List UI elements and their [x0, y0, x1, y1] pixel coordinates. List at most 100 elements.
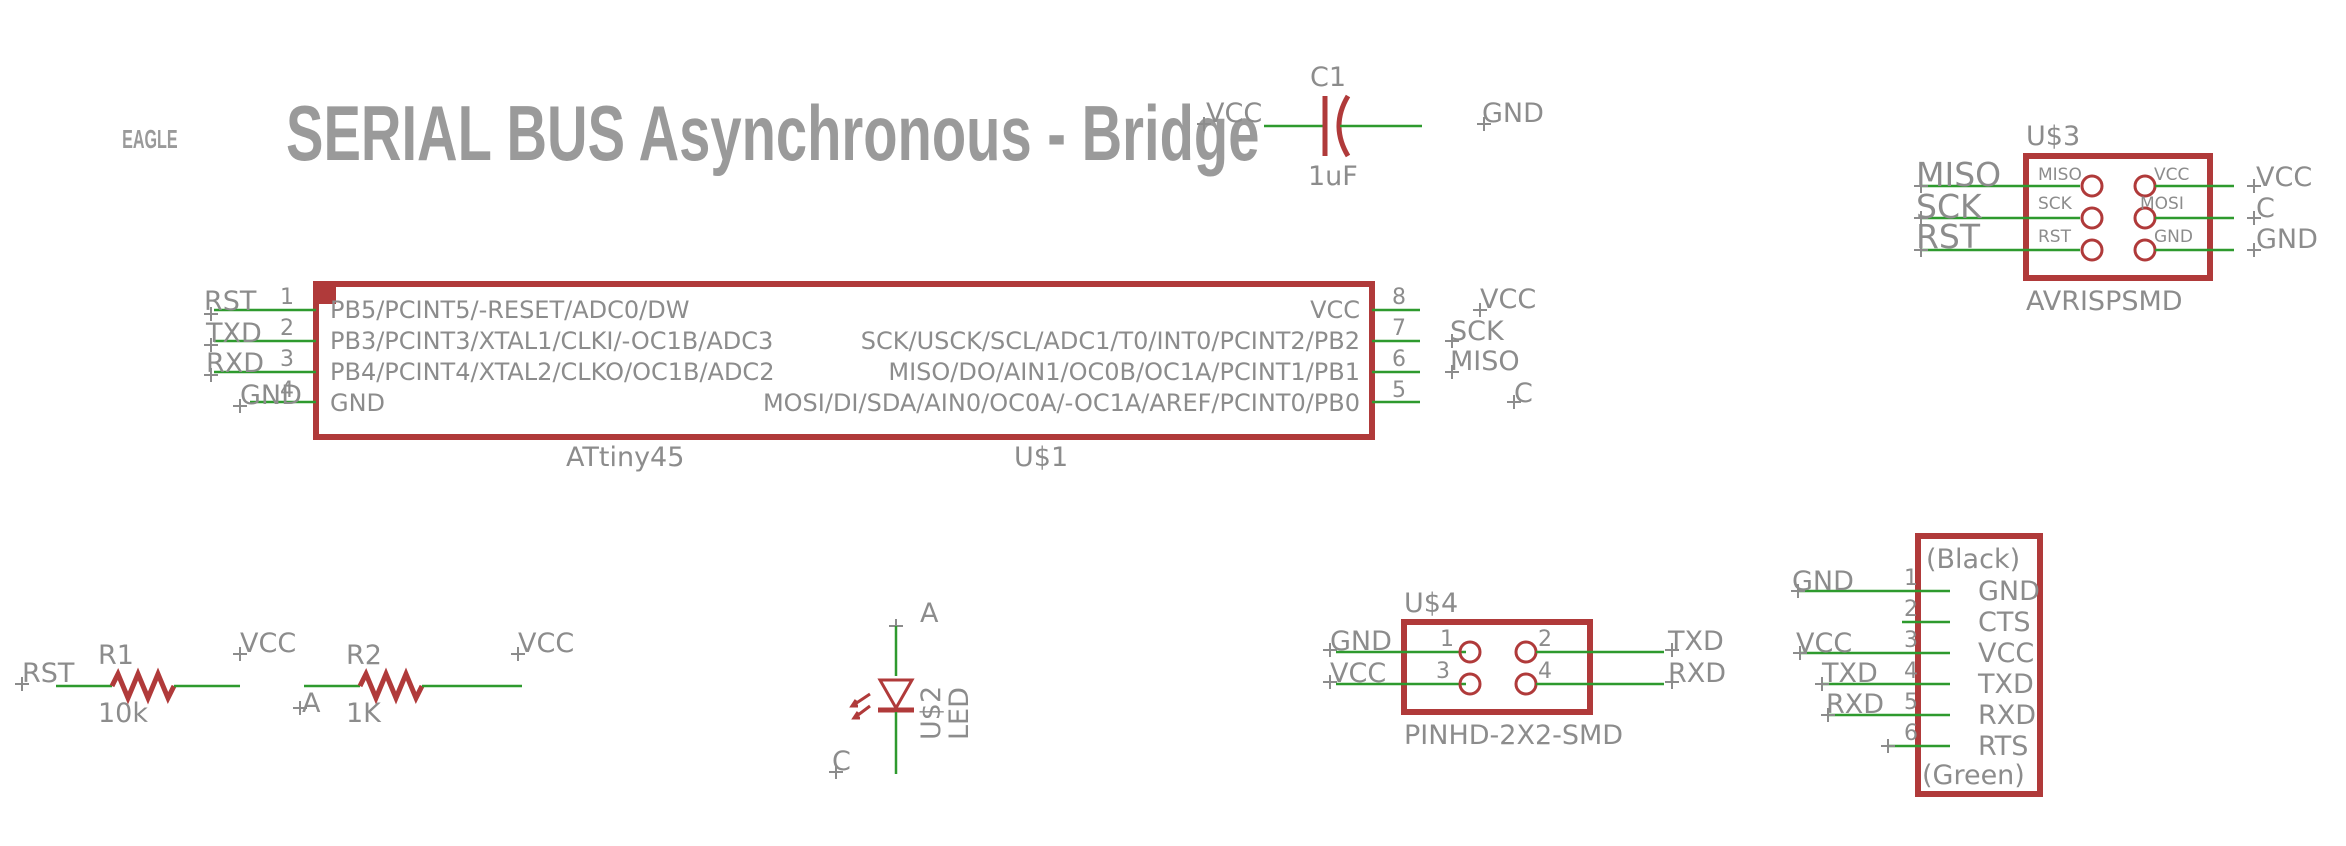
- ftdi-num-2: 2: [1904, 597, 1918, 622]
- u4-name: U$4: [1404, 588, 1458, 619]
- u1-net-vcc: VCC: [1480, 284, 1536, 315]
- attiny45-u1[interactable]: RST TXD RXD GND 1 2 3 4 PB5/PCINT5/-RESE…: [203, 281, 1536, 473]
- ftdi-pins: GND VCC TXD RXD 1 2 3 4 5 6 GND CTS VCC …: [1790, 566, 2040, 762]
- u4-body: [1401, 619, 1593, 715]
- u1-net-rxd: RXD: [206, 348, 264, 379]
- u3-pin-miso: MISO: [2038, 165, 2082, 185]
- u1-right-side: VCC SCK/USCK/SCL/ADC1/T0/INT0/PCINT2/PB2…: [763, 284, 1536, 417]
- u1-pin1-marker: [318, 286, 336, 304]
- u1-net-txd: TXD: [205, 318, 262, 349]
- u1-pin-pb4: PB4/PCINT4/XTAL2/CLKO/OC1B/ADC2: [330, 358, 774, 386]
- ftdi-net-vcc: VCC: [1796, 628, 1852, 659]
- u3-pin-gnd: GND: [2154, 227, 2193, 247]
- u3-net-vcc: VCC: [2256, 162, 2312, 193]
- u3-pin-vcc: VCC: [2154, 165, 2189, 185]
- r1-right-net: VCC: [240, 628, 296, 659]
- capacitor-c1[interactable]: C1 VCC GND 1uF: [1196, 62, 1544, 192]
- ftdi-body: [1915, 533, 2043, 797]
- u1-net-miso: MISO: [1450, 346, 1520, 377]
- u1-num-1: 1: [280, 285, 294, 310]
- resistor-r2[interactable]: R2 A VCC 1K: [292, 628, 574, 729]
- u1-num-3: 3: [280, 347, 294, 372]
- ftdi-top-label: (Black): [1926, 544, 2020, 575]
- u3-net-miso: MISO: [1916, 155, 2001, 194]
- u2-name: U$2: [916, 686, 947, 740]
- r2-left-net: A: [302, 688, 321, 719]
- ftdi-pin-vcc: VCC: [1978, 638, 2034, 669]
- u1-part: ATtiny45: [566, 442, 684, 473]
- ftdi-connector[interactable]: (Black) (Green) GND VCC TXD RXD 1 2 3 4 …: [1790, 533, 2043, 797]
- ftdi-bottom-label: (Green): [1922, 760, 2025, 791]
- eagle-logo: EAGLE: [122, 124, 178, 154]
- u4-pin-4: 4: [1538, 659, 1552, 684]
- ftdi-num-4: 4: [1904, 659, 1918, 684]
- r1-value: 10k: [98, 698, 148, 729]
- u4-pin-1: 1: [1440, 627, 1454, 652]
- u3-pin-rst: RST: [2038, 227, 2072, 247]
- u4-pin-2: 2: [1538, 627, 1552, 652]
- frame-header: EAGLE SERIAL BUS Asynchronous - Bridge: [122, 90, 1259, 177]
- u1-pin-pb5: PB5/PCINT5/-RESET/ADC0/DW: [330, 296, 689, 324]
- ftdi-pin-cts: CTS: [1978, 607, 2030, 638]
- ftdi-pin-txd: TXD: [1977, 669, 2034, 700]
- u1-num-7: 7: [1392, 316, 1406, 341]
- u1-num-2: 2: [280, 316, 294, 341]
- schematic-title: SERIAL BUS Asynchronous - Bridge: [286, 90, 1259, 177]
- u1-pin-pb2: SCK/USCK/SCL/ADC1/T0/INT0/PCINT2/PB2: [861, 327, 1360, 355]
- u1-body: [313, 281, 1375, 440]
- u2-top-net: A: [920, 598, 939, 629]
- c1-left-net: VCC: [1206, 98, 1262, 129]
- u1-num-5: 5: [1392, 378, 1406, 403]
- avrisp-header-u3[interactable]: U$3 MISO SCK RST MISO SCK RST VCC: [1913, 121, 2318, 317]
- u4-pin-3: 3: [1436, 659, 1450, 684]
- u3-right-side: VCC MOSI GND VCC C GND: [2133, 162, 2318, 262]
- r1-left-net: RST: [22, 658, 75, 689]
- ftdi-num-3: 3: [1904, 628, 1918, 653]
- u4-net-txd: TXD: [1667, 626, 1724, 657]
- r2-value: 1K: [346, 698, 382, 729]
- u3-part: AVRISPSMD: [2026, 286, 2183, 317]
- u1-pin-pb3: PB3/PCINT3/XTAL1/CLKI/-OC1B/ADC3: [330, 327, 773, 355]
- u3-pin-mosi: MOSI: [2140, 194, 2184, 214]
- resistor-r1[interactable]: R1 RST VCC 10k: [14, 628, 296, 729]
- c1-name: C1: [1310, 62, 1346, 93]
- u2-bottom-net: C: [832, 746, 851, 777]
- u1-num-6: 6: [1392, 347, 1406, 372]
- ftdi-pin-rxd: RXD: [1978, 700, 2036, 731]
- u3-net-rst: RST: [1916, 217, 1981, 256]
- u2-part: LED: [944, 687, 975, 740]
- u3-pin-sck: SCK: [2038, 194, 2073, 214]
- r2-right-net: VCC: [518, 628, 574, 659]
- u3-net-gnd: GND: [2256, 224, 2318, 255]
- ftdi-net-txd: TXD: [1821, 658, 1878, 689]
- u1-net-sck: SCK: [1450, 316, 1505, 347]
- ftdi-num-1: 1: [1904, 566, 1918, 591]
- u3-name: U$3: [2026, 121, 2080, 152]
- u1-pin-gnd: GND: [330, 389, 385, 417]
- r1-name: R1: [98, 640, 134, 671]
- ftdi-num-6: 6: [1904, 721, 1918, 746]
- led-u2[interactable]: A C U$2 LED: [828, 598, 975, 780]
- u4-part: PINHD-2X2-SMD: [1404, 720, 1623, 751]
- u3-net-c: C: [2256, 193, 2275, 224]
- ftdi-pin-gnd: GND: [1978, 576, 2040, 607]
- ftdi-num-5: 5: [1904, 690, 1918, 715]
- u1-net-gnd: GND: [240, 380, 302, 411]
- u1-num-8: 8: [1392, 285, 1406, 310]
- u3-net-sck: SCK: [1916, 187, 1983, 226]
- u1-pin-vcc: VCC: [1310, 296, 1360, 324]
- ftdi-net-rxd: RXD: [1826, 689, 1884, 720]
- u3-left-side: MISO SCK RST MISO SCK RST: [1913, 155, 2104, 262]
- c1-value: 1uF: [1308, 161, 1358, 192]
- u1-pin-pb0: MOSI/DI/SDA/AIN0/OC0A/-OC1A/AREF/PCINT0/…: [763, 389, 1360, 417]
- pin-header-u4[interactable]: U$4 GND VCC 1 3 2 4 TXD RXD PINHD-2X2-SM…: [1322, 588, 1726, 751]
- u1-pin-pb1: MISO/DO/AIN1/OC0B/OC1A/PCINT1/PB1: [888, 358, 1360, 386]
- ftdi-pin-rts: RTS: [1978, 731, 2028, 762]
- c1-right-net: GND: [1482, 98, 1544, 129]
- u4-net-rxd: RXD: [1668, 658, 1726, 689]
- r2-name: R2: [346, 640, 382, 671]
- u1-net-rst: RST: [204, 286, 257, 317]
- u1-net-c: C: [1514, 378, 1533, 409]
- u1-left-side: RST TXD RXD GND 1 2 3 4 PB5/PCINT5/-RESE…: [203, 285, 774, 417]
